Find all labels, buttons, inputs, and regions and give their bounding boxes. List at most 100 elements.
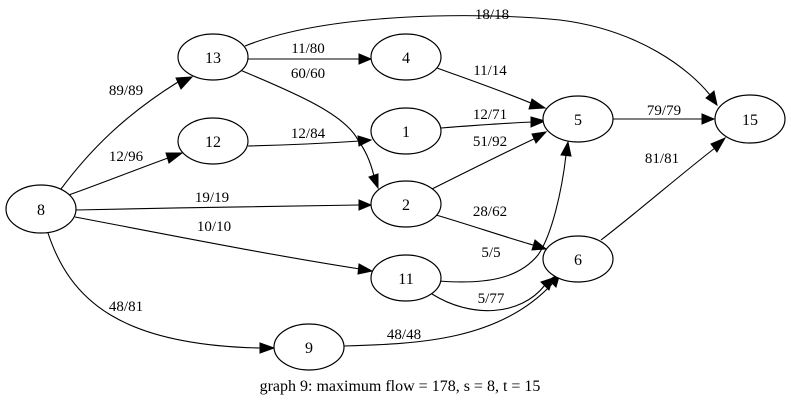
node-label: 12 [205,134,221,151]
edge-line [343,283,553,347]
edge-flow-label: 12/96 [109,149,144,165]
edge-13-4: 11/80 [248,41,373,65]
edge-flow-label: 89/89 [109,83,143,99]
edge-line [74,216,361,270]
edge-8-9: 48/81 [47,232,276,354]
node-5: 5 [542,95,614,143]
edge-5-15: 79/79 [612,103,716,125]
arrowhead-icon [357,135,373,147]
node-13: 13 [177,33,249,81]
node-ellipse [370,254,442,302]
edge-flow-label: 5/77 [478,291,505,307]
edge-flow-label: 19/19 [195,190,229,206]
node-ellipse [542,95,614,143]
edge-13-2: 60/60 [239,66,379,190]
edge-flow-label: 60/60 [291,66,325,82]
edge-line [65,157,169,197]
edge-8-12: 12/96 [65,149,184,197]
edge-line [244,15,711,96]
arrowhead-icon [705,90,718,107]
edge-2-5: 51/92 [429,131,548,191]
node-ellipse [177,117,249,165]
edge-flow-label: 18/18 [475,7,509,23]
edge-flow-label: 12/84 [291,126,326,142]
node-1: 1 [370,107,442,155]
edge-line [60,81,179,190]
edge-11-5: 5/5 [437,140,572,283]
edge-11-6: 5/77 [431,277,554,312]
edge-6-15: 81/81 [600,136,727,241]
arrowhead-icon [531,131,548,144]
node-label: 2 [402,197,410,214]
edge-flow-label: 5/5 [481,245,500,261]
node-label: 1 [402,124,410,141]
node-label: 8 [37,202,45,219]
arrowhead-icon [175,76,194,90]
edge-flow-label: 10/10 [197,219,231,235]
edge-line [247,140,361,147]
node-12: 12 [177,117,249,165]
node-label: 15 [742,112,758,129]
edge-1-5: 12/71 [440,107,547,129]
node-label: 6 [574,252,582,269]
edge-flow-label: 11/80 [291,41,325,57]
edge-line [436,67,534,105]
edge-flow-label: 11/14 [473,63,507,79]
edge-line [440,121,533,129]
edge-line [429,137,537,191]
edge-line [437,154,567,283]
edge-flow-label: 28/62 [473,204,507,220]
arrowhead-icon [528,98,547,110]
node-ellipse [177,33,249,81]
node-2: 2 [370,180,442,228]
edge-flow-label: 51/92 [473,134,507,150]
edge-line [435,214,534,246]
node-11: 11 [370,254,442,302]
node-label: 4 [402,50,410,67]
arrowhead-icon [530,116,547,128]
arrowhead-icon [358,199,373,211]
node-ellipse [542,235,614,283]
edge-line [47,232,261,349]
edge-8-2: 19/19 [75,190,373,211]
node-ellipse [714,94,786,144]
edge-line [600,147,716,241]
edge-flow-label: 48/48 [387,327,421,343]
node-15: 15 [714,94,786,144]
arrowhead-icon [560,140,572,157]
arrowhead-icon [701,113,716,125]
arrowhead-icon [165,152,184,164]
node-4: 4 [370,33,442,81]
node-label: 11 [398,271,413,288]
edge-8-11: 10/10 [74,216,374,275]
edge-8-13: 89/89 [60,76,194,190]
edge-flow-label: 79/79 [647,103,681,119]
edge-13-15: 18/18 [244,7,718,107]
edge-line [75,204,360,211]
node-label: 5 [574,112,582,129]
edge-4-5: 11/14 [436,63,547,110]
node-9: 9 [273,323,345,371]
node-6: 6 [542,235,614,283]
arrowhead-icon [358,53,373,65]
arrowhead-icon [357,263,374,275]
edge-flow-label: 12/71 [473,107,507,123]
node-label: 13 [205,50,221,67]
node-ellipse [5,184,77,234]
edge-flow-label: 48/81 [109,299,143,315]
node-label: 9 [305,340,313,357]
arrowhead-icon [710,136,727,153]
graph-caption: graph 9: maximum flow = 178, s = 8, t = … [260,378,541,395]
edge-line [239,69,375,177]
node-8: 8 [5,184,77,234]
node-ellipse [370,33,442,81]
edge-line [431,284,546,312]
node-ellipse [370,107,442,155]
arrowhead-icon [259,342,276,354]
edge-flow-label: 81/81 [645,151,679,167]
node-ellipse [370,180,442,228]
node-ellipse [273,323,345,371]
edge-2-6: 28/62 [435,204,548,251]
